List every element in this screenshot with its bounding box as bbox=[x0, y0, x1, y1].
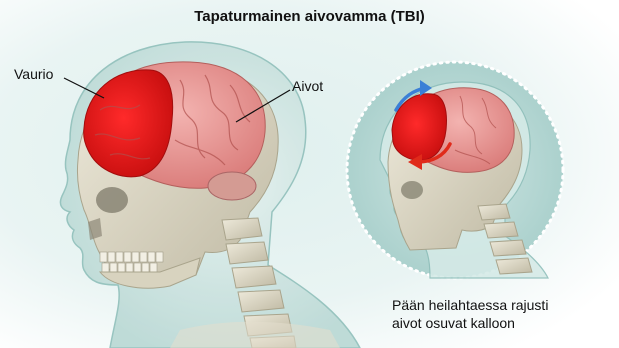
damage-label: Vaurio bbox=[14, 66, 53, 82]
nasal-cavity bbox=[88, 218, 102, 240]
brain-label: Aivot bbox=[292, 78, 323, 94]
page-title: Tapaturmainen aivovamma (TBI) bbox=[0, 8, 619, 25]
caption-line-2: aivot osuvat kalloon bbox=[392, 314, 612, 332]
eye-socket bbox=[96, 187, 128, 213]
inset-circle bbox=[347, 62, 563, 278]
small-eye-socket bbox=[401, 181, 423, 199]
caption: Pään heilahtaessa rajusti aivot osuvat k… bbox=[392, 296, 612, 332]
caption-line-1: Pään heilahtaessa rajusti bbox=[392, 296, 612, 314]
cerebellum bbox=[208, 172, 256, 200]
